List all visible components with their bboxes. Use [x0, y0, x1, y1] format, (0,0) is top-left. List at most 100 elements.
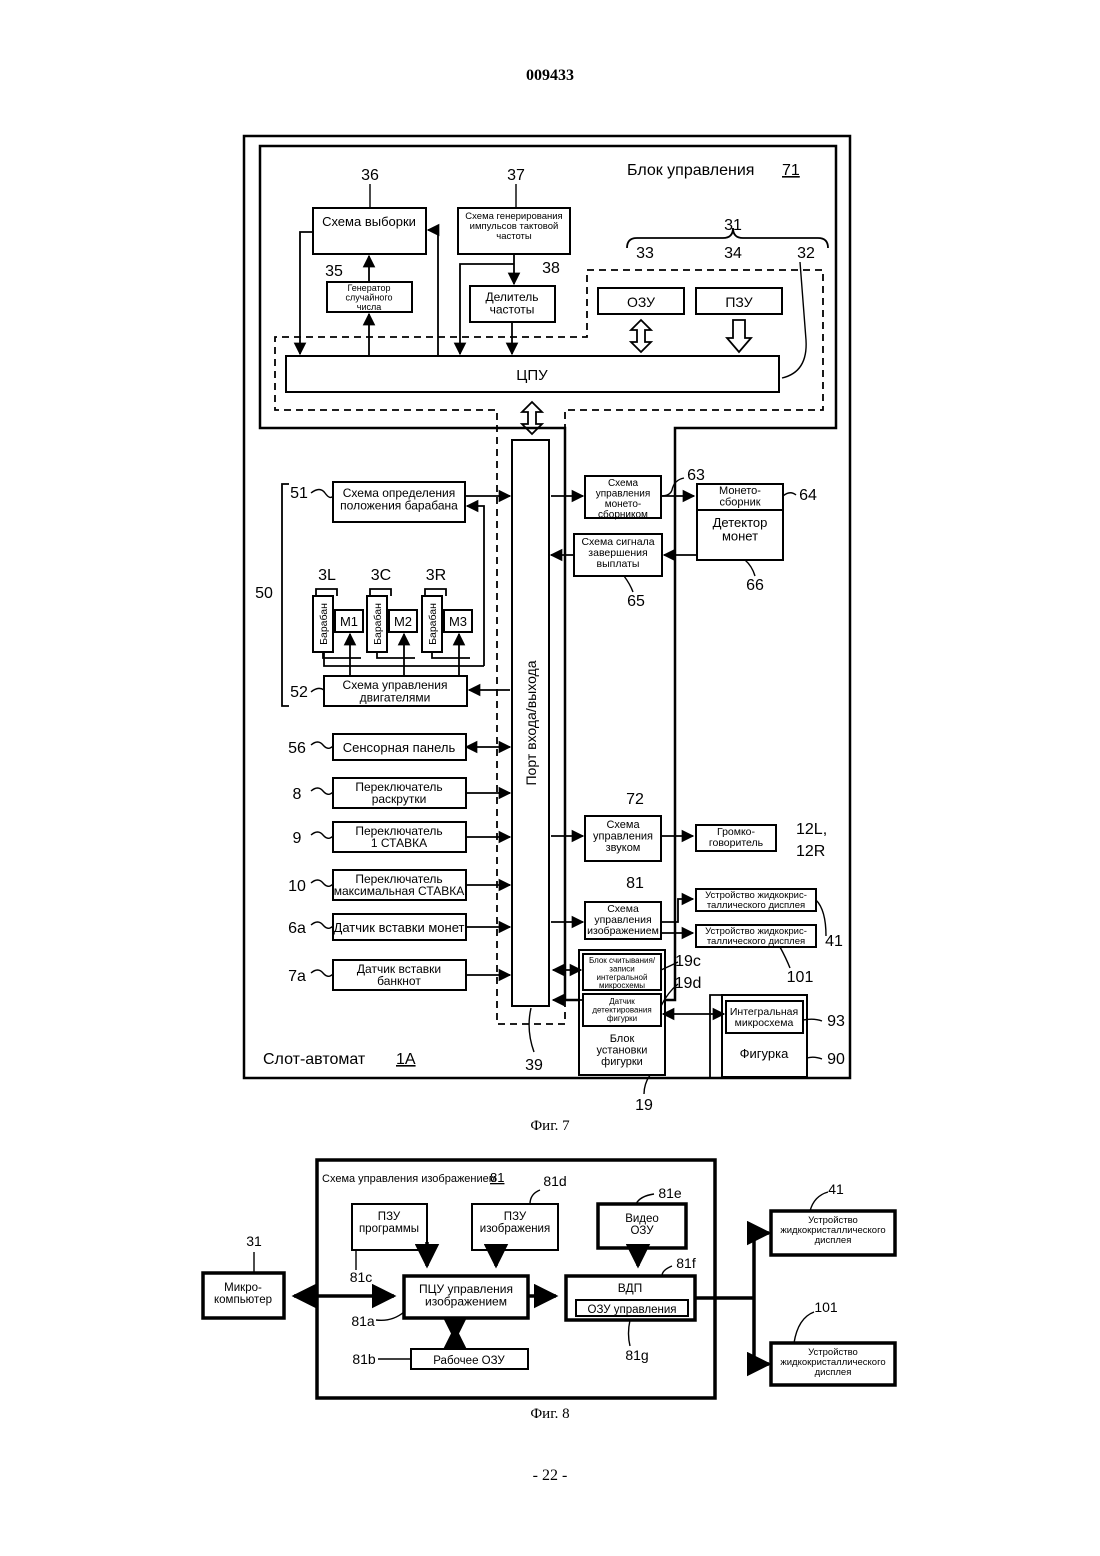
video-ram-ref: 81e: [658, 1185, 682, 1201]
input-10: Переключательмаксимальная СТАВКА10: [288, 870, 510, 900]
hopper-control-leader: [661, 478, 684, 496]
fig8-title-ref: 81: [490, 1170, 504, 1185]
image-cpu-label: ПЦУ управленияизображением: [419, 1282, 513, 1309]
lcd1-leader: [816, 900, 826, 936]
lcd2-leader: [780, 947, 790, 968]
payout-signal-ref: 65: [627, 593, 645, 610]
reel-ref: 3R: [426, 567, 446, 584]
reel-position-ref: 51: [290, 485, 308, 502]
text-line: сборник: [719, 497, 760, 509]
text-line: ПЗУ: [378, 1211, 401, 1223]
text-line: Схема: [608, 478, 639, 489]
input-leader: [311, 788, 333, 794]
figure-8-caption: Фиг. 8: [530, 1406, 569, 1422]
reel-motor-label: M2: [394, 614, 412, 629]
text-line: выплаты: [597, 558, 640, 570]
input-9: Переключатель1 СТАВКА9: [293, 822, 510, 852]
slot-machine-label: Слот-автомат: [263, 1051, 366, 1068]
lcd-101-ref: 101: [814, 1299, 838, 1315]
ram-ref: 33: [636, 245, 654, 262]
lcd-41-label: Устройствожидкокристаллическогодисплея: [780, 1215, 885, 1246]
text-line: изображением: [587, 925, 659, 937]
input-ref: 8: [293, 786, 302, 803]
reels: 3LБарабанM13CБарабанM23RБарабанM3: [313, 567, 472, 658]
text-line: банкнот: [377, 974, 421, 988]
page-number: - 22 -: [533, 1467, 568, 1484]
figure-boundary: [710, 995, 722, 1078]
image-cpu-leader: [376, 1312, 404, 1320]
hopper-label: Монето-сборник: [719, 485, 761, 509]
text-line: компьютер: [214, 1294, 272, 1306]
reel-motor-label: M3: [449, 614, 467, 629]
sampling-ref: 36: [361, 167, 379, 184]
reel-3c: 3CБарабанM2: [367, 567, 417, 658]
lcd1-label: Устройство жидкокрис-таллического диспле…: [705, 890, 807, 911]
lcd-41-ref: 41: [828, 1181, 844, 1197]
text-line: микросхемы: [599, 981, 645, 990]
image-rom-leader: [530, 1190, 540, 1204]
ic-chip-label: Интегральнаямикросхема: [730, 1006, 798, 1029]
clock-ref: 37: [507, 167, 525, 184]
microcomputer-label: Микро-компьютер: [214, 1282, 272, 1306]
image-control-to-lcd1: [661, 899, 693, 922]
text-line: установки: [597, 1045, 648, 1057]
text-line: Монето-: [719, 485, 761, 497]
text-line: говоритель: [709, 837, 764, 849]
reel-group-ref: 50: [255, 585, 273, 602]
reel-ref: 3L: [318, 567, 336, 584]
input-leader: [311, 970, 333, 976]
reel-drum-label: Барабан: [318, 603, 330, 645]
figure-ref: 90: [827, 1051, 845, 1068]
figure-leader: [807, 1057, 822, 1059]
text-line: изображением: [425, 1295, 507, 1309]
text-line: микросхема: [735, 1017, 794, 1029]
text-line: изображения: [480, 1223, 550, 1235]
reel-3r: 3R Барабан M3: [422, 567, 472, 658]
figure-7: Блок управления 71 Слот-автомат 1A Схема…: [244, 136, 850, 1134]
image-control-ref: 81: [626, 875, 644, 892]
reel-brace: [316, 589, 337, 596]
microcomputer-ref-fig8: 31: [246, 1233, 262, 1249]
text-line: управления: [596, 489, 651, 500]
hopper-leader: [783, 493, 796, 496]
lcd-41-leader: [810, 1192, 828, 1211]
figure-8: Схема управления изображением 81 ПЗУпрог…: [203, 1160, 895, 1422]
work-ram-label: Рабочее ОЗУ: [433, 1355, 505, 1367]
reels-to-reel-position: [467, 506, 484, 666]
input-label: Сенсорная панель: [343, 740, 456, 755]
reel-position-leader: [311, 490, 333, 498]
hopper-ref: 64: [799, 487, 817, 504]
reel-drum-label: Барабан: [372, 603, 384, 645]
rng-ref: 35: [325, 263, 343, 280]
text-line: Сенсорная панель: [343, 740, 456, 755]
motor-control-leader: [311, 688, 324, 692]
cpu-bus-leader: [782, 262, 806, 378]
sampling-to-cpu: [300, 232, 313, 354]
lcd1-ref: 41: [825, 933, 843, 950]
vdp-ref: 81f: [676, 1255, 696, 1271]
input-ref: 56: [288, 740, 306, 757]
text-line: дисплея: [815, 1235, 852, 1246]
reel-brace: [425, 589, 446, 596]
input-6a: Датчик вставки монет6a: [288, 914, 510, 940]
sound-control-ref: 72: [626, 791, 644, 808]
reel-drum-label: Барабан: [427, 603, 439, 645]
text-line: сборником: [598, 509, 648, 521]
text-line: положения барабана: [340, 499, 458, 513]
input-leader: [311, 742, 333, 748]
ram-cpu-bus-arrow: [631, 320, 651, 352]
text-line: монето-: [605, 499, 642, 510]
io-port-label: Порт входа/выхода: [523, 660, 539, 785]
fig8-title: Схема управления изображением: [322, 1173, 496, 1185]
text-line: звуком: [606, 842, 641, 854]
lcd-101-label: Устройствожидкокристаллическогодисплея: [780, 1347, 885, 1378]
text-line: фигурки: [601, 1056, 643, 1068]
control-unit-ref: 71: [782, 162, 800, 179]
reel-group-bracket: [282, 484, 289, 706]
reel-brace: [370, 589, 391, 596]
ic-chip-ref: 93: [827, 1013, 845, 1030]
image-cpu-ref: 81a: [351, 1313, 375, 1329]
input-label: Датчик вставки монет: [334, 920, 465, 935]
divider-ref: 38: [542, 260, 560, 277]
